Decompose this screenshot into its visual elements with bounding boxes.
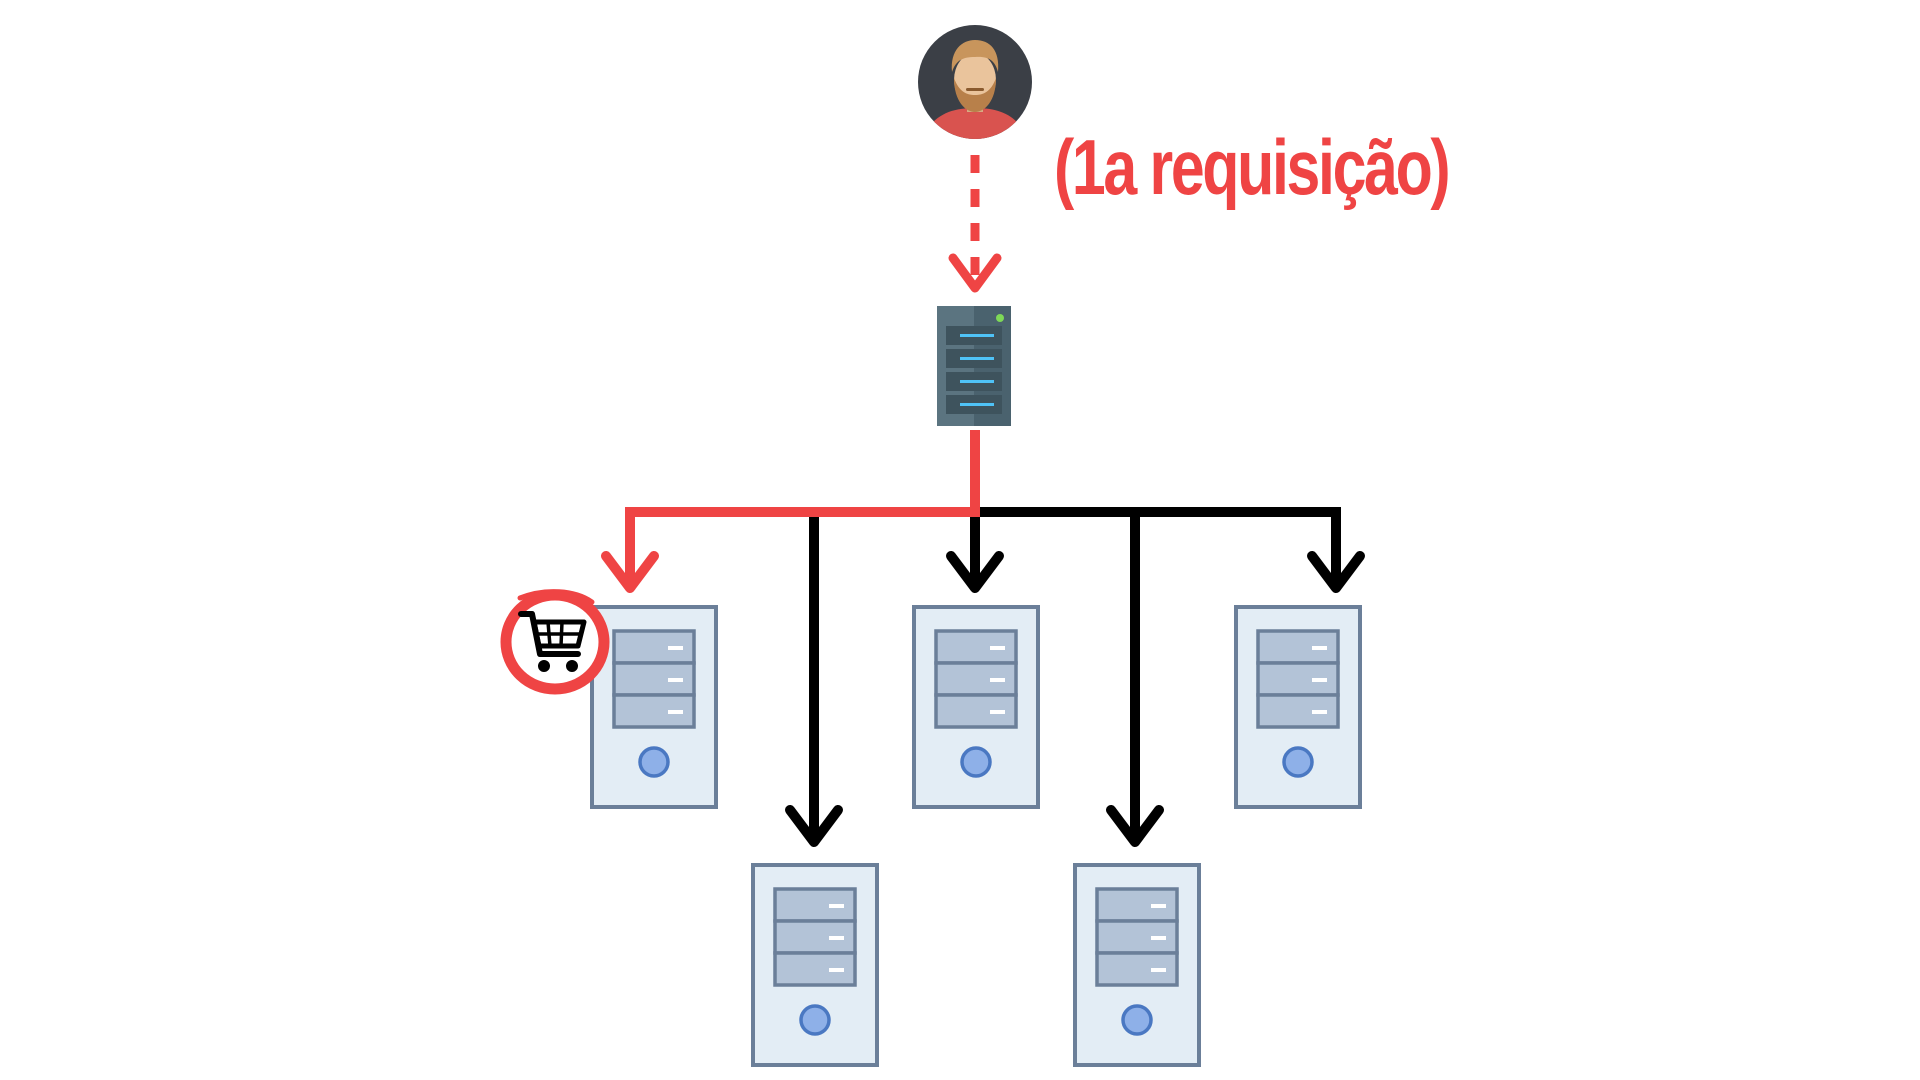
server-2-tower-icon bbox=[751, 863, 879, 1067]
user-request-arrow bbox=[948, 155, 1002, 293]
server-3-tower-icon bbox=[912, 605, 1040, 809]
arrowhead-server-4 bbox=[1106, 805, 1164, 847]
highlight-circle-stroke bbox=[517, 589, 595, 605]
arrowhead-load-balancer bbox=[948, 253, 1002, 293]
load-balancer-server-icon bbox=[937, 306, 1011, 426]
arrowhead-server-3 bbox=[946, 551, 1004, 593]
arrowhead-server-5 bbox=[1307, 551, 1365, 593]
server-4-tower-icon bbox=[1073, 863, 1201, 1067]
server-1-tower-icon bbox=[590, 605, 718, 809]
arrowhead-server-2 bbox=[785, 805, 843, 847]
server-5-tower-icon bbox=[1234, 605, 1362, 809]
shopping-cart-icon bbox=[518, 611, 587, 672]
highlight-circle bbox=[500, 589, 610, 695]
active-connection bbox=[601, 430, 980, 593]
arrowhead-server-1 bbox=[601, 551, 659, 593]
request-caption: (1a requisição) bbox=[1054, 123, 1451, 211]
user-avatar-icon bbox=[918, 25, 1032, 139]
request-path-line bbox=[625, 430, 980, 585]
shopping-cart-badge bbox=[500, 589, 610, 695]
inactive-connections bbox=[785, 507, 1365, 847]
